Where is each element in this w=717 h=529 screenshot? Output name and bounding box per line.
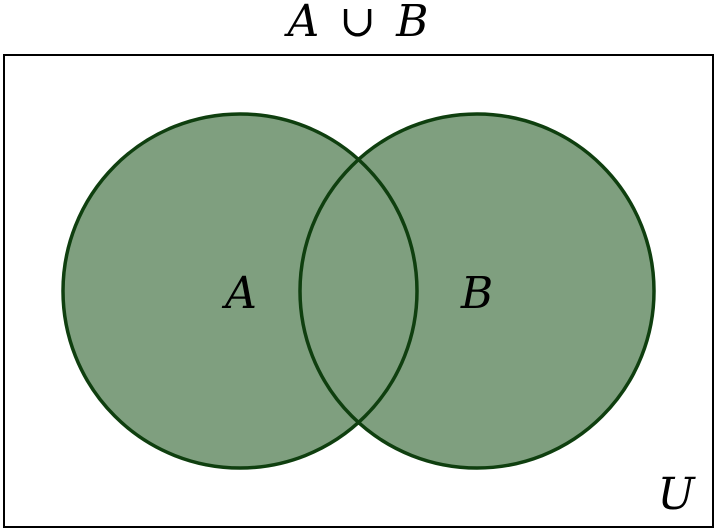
circle-b-label: B — [460, 268, 493, 319]
title-union-symbol: ∪ — [339, 0, 376, 47]
title-set-a: A — [284, 0, 320, 47]
title-set-b: B — [395, 0, 428, 47]
circle-a-label: A — [221, 268, 257, 319]
union-shaded-region — [63, 114, 654, 468]
circle-b-fill — [300, 114, 654, 468]
universe-label: U — [657, 469, 696, 520]
circle-outlines — [61, 112, 656, 470]
circle-a-outline — [61, 112, 419, 470]
diagram-title: A ∪ B — [284, 0, 429, 47]
circle-b-outline — [298, 112, 656, 470]
